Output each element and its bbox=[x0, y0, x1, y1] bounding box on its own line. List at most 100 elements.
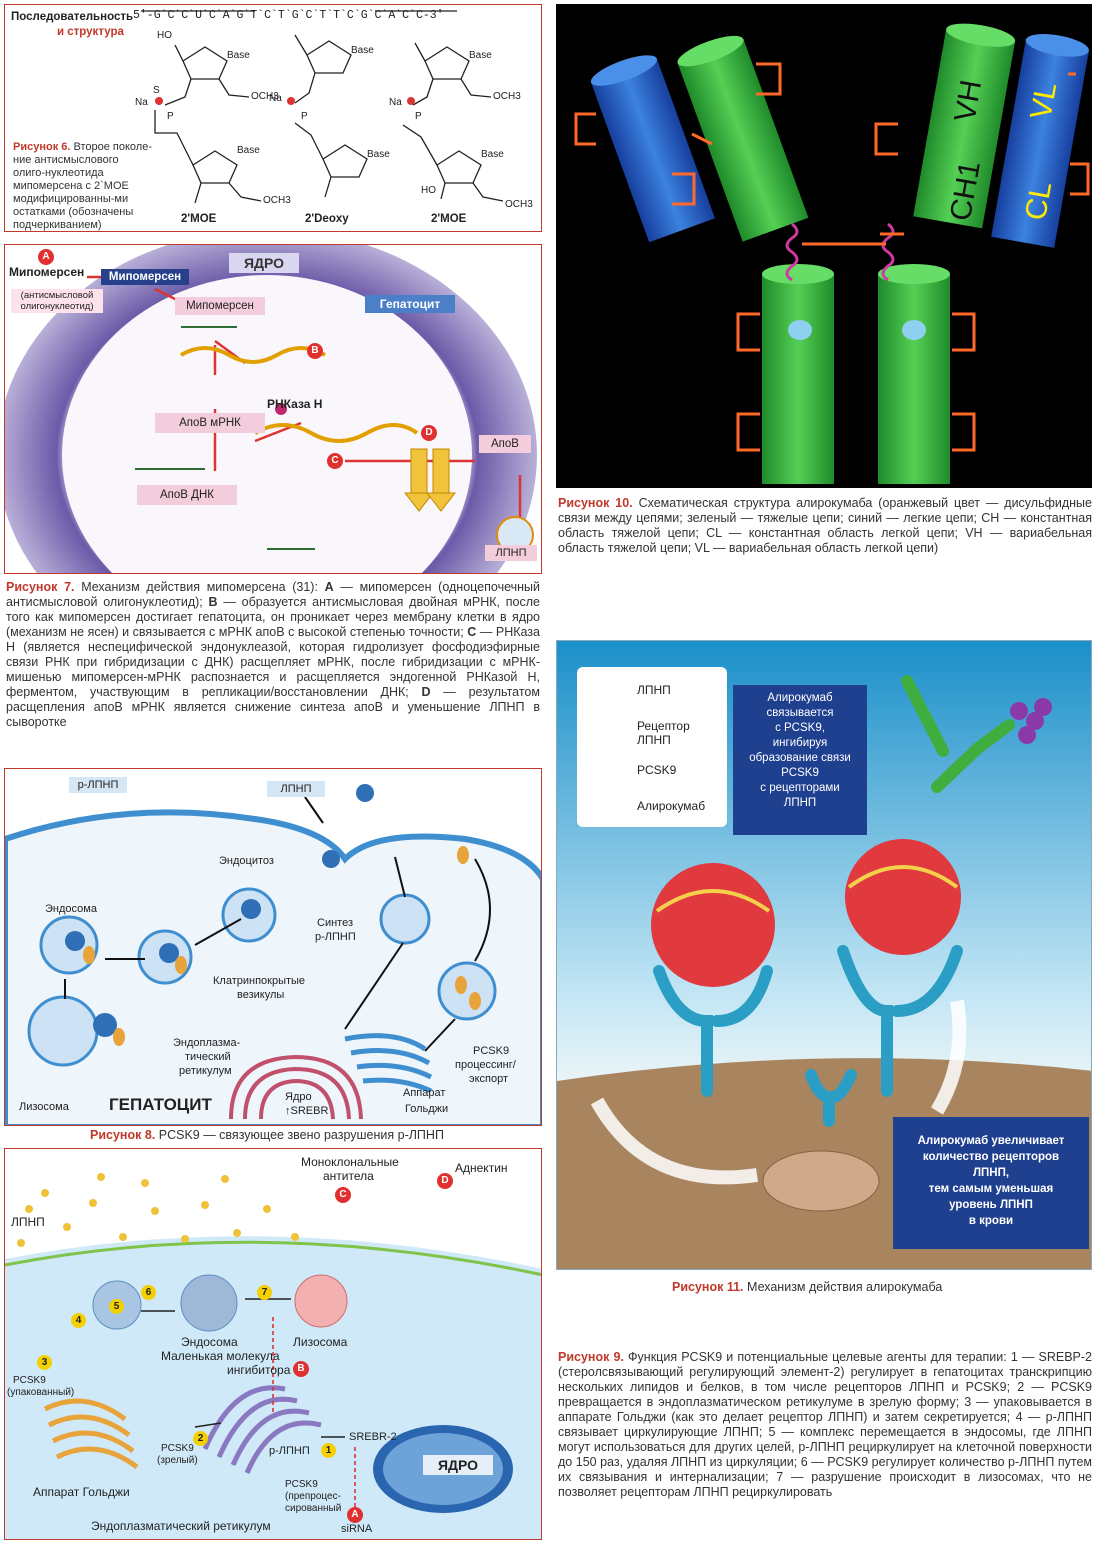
fig6-s-1: S bbox=[153, 85, 160, 96]
fig7-caption-b5: C bbox=[467, 625, 477, 639]
fig9-num-1: 1 bbox=[321, 1443, 336, 1458]
fig9-num-5: 5 bbox=[109, 1299, 124, 1314]
fig9-num-2: 2 bbox=[193, 1431, 208, 1446]
fig8-ldl-tag: ЛПНП bbox=[267, 781, 325, 797]
figure-7-panel: A Мипомерсен (антисмысловой олигонуклеот… bbox=[4, 244, 542, 574]
fig7-mipomersen-left: Мипомерсен bbox=[9, 265, 85, 279]
fig9-monoclonal1: Моноклональные bbox=[301, 1155, 399, 1169]
fig7-nucleus: ЯДРО bbox=[229, 253, 299, 273]
fig6-och3-4: OCH3 bbox=[505, 199, 533, 210]
fig11-box1-l3: ингибируя bbox=[772, 737, 828, 749]
fig9-num-3: 3 bbox=[37, 1355, 52, 1370]
figure-9-panel: ЛПНП Моноклональные антитела Аднектин C … bbox=[4, 1148, 542, 1540]
fig7-caption-p8: — результатом расщепления апоВ мРНК явля… bbox=[6, 685, 540, 729]
fig7-ldl: ЛПНП bbox=[485, 545, 537, 561]
fig8-synthesis: Синтез bbox=[317, 917, 353, 929]
fig9-pcsk9-mature1: PCSK9 bbox=[161, 1443, 194, 1454]
fig9-num-4: 4 bbox=[71, 1313, 86, 1328]
fig7-mipomersen-top: Мипомерсен bbox=[101, 269, 189, 285]
fig6-base-2: Base bbox=[237, 145, 260, 156]
fig6-sequence: 5'-G`C`C`U`C`A`G`T`C`T`G`C`T`T`C`G`C`A`C… bbox=[133, 9, 444, 22]
fig9-pcsk9-mature2: (зрелый) bbox=[157, 1455, 198, 1466]
fig6-caption-text: Второе поколе-ние антисмыслового олиго-н… bbox=[13, 141, 152, 231]
fig10-caption: Рисунок 10. Схематическая структура алир… bbox=[558, 496, 1092, 556]
fig6-base-1: Base bbox=[227, 50, 250, 61]
fig11-legend-receptor1: Рецептор bbox=[637, 719, 690, 733]
fig9-num-7: 7 bbox=[257, 1285, 272, 1300]
fig7-badge-a: A bbox=[38, 249, 54, 265]
fig6-ho-3: HO bbox=[421, 185, 436, 196]
fig8-hepatocyte: ГЕПАТОЦИТ bbox=[109, 1095, 212, 1114]
fig8-clathrin2: везикулы bbox=[237, 989, 285, 1001]
fig6-header-line2: и структура bbox=[57, 26, 124, 38]
fig7-caption-p4: — образуется антисмысловая двойная мРНК,… bbox=[6, 595, 540, 639]
fig6-p-1: P bbox=[167, 111, 174, 122]
fig11-box1-l7: ЛПНП bbox=[783, 797, 817, 809]
fig9-pcsk9-pre3: сированный bbox=[285, 1503, 342, 1514]
fig9-er: Эндоплазматический ретикулум bbox=[91, 1519, 271, 1533]
fig11-caption-text: Механизм действия алирокумаба bbox=[747, 1280, 943, 1294]
fig6-na-3: Na bbox=[389, 97, 402, 108]
fig8-srebr: ↑SREBR bbox=[285, 1105, 329, 1117]
fig8-pcsk9-2: процессинг/ bbox=[455, 1059, 516, 1071]
fig8-synthesis2: р-ЛПНП bbox=[315, 931, 356, 943]
fig9-num-6: 6 bbox=[141, 1285, 156, 1300]
fig9-pcsk9-packed2: (упакованный) bbox=[7, 1387, 75, 1398]
fig6-och3-2: OCH3 bbox=[263, 195, 291, 206]
fig6-base-3: Base bbox=[351, 45, 374, 56]
fig7-apob-mrna: АпоВ мРНК bbox=[155, 413, 265, 433]
fig9-monoclonal2: антитела bbox=[323, 1169, 374, 1183]
figure-8-panel: р-ЛПНП ЛПНП Эндоцитоз Эндосома Синтез р-… bbox=[4, 768, 542, 1126]
fig10-caption-num: Рисунок 10. bbox=[558, 496, 633, 510]
fig10-cl: CL bbox=[1019, 179, 1059, 223]
fig7-caption: Рисунок 7. Механизм действия мипомерсена… bbox=[6, 580, 540, 730]
fig8-diagram bbox=[5, 784, 541, 1125]
fig9-pcsk9-pre1: PCSK9 bbox=[285, 1479, 318, 1490]
fig11-box1-l0: Алирокумаб bbox=[767, 692, 833, 704]
fig6-base-6: Base bbox=[481, 149, 504, 160]
fig7-caption-b7: D bbox=[421, 685, 431, 699]
fig8-er1: Эндоплазма- bbox=[173, 1037, 241, 1049]
fig8-lysosome: Лизосома bbox=[19, 1101, 69, 1113]
fig7-antisense-note: (антисмысловой олигонуклеотид) bbox=[11, 289, 103, 313]
fig8-nucleus: Ядро bbox=[285, 1091, 312, 1103]
fig8-endocytosis: Эндоцитоз bbox=[219, 855, 274, 867]
fig11-box1-l4: образование связи bbox=[749, 752, 851, 764]
fig9-endosome: Эндосома bbox=[181, 1335, 238, 1349]
fig6-ho-1: HO bbox=[157, 30, 172, 41]
fig8-golgi1: Аппарат bbox=[403, 1087, 446, 1099]
fig7-caption-p0: Механизм действия мипомерсена (31): bbox=[81, 580, 325, 594]
fig8-pcsk9-3: экспорт bbox=[469, 1073, 509, 1085]
fig9-srebr2: SREBR-2 bbox=[349, 1431, 397, 1443]
fig7-badge-b: B bbox=[307, 343, 323, 359]
fig11-box2-l3: тем самым уменьшая bbox=[928, 1183, 1054, 1195]
fig11-box2-l5: в крови bbox=[968, 1215, 1014, 1227]
fig6-och3-1: OCH3 bbox=[251, 91, 279, 102]
figure-11-panel: ЛПНП Рецептор ЛПНП PCSK9 Алирокумаб Алир… bbox=[556, 640, 1092, 1270]
fig9-nucleus: ЯДРО bbox=[423, 1455, 493, 1475]
fig7-mipomersen-inner: Мипомерсен bbox=[175, 297, 265, 315]
fig7-badge-c: C bbox=[327, 453, 343, 469]
fig8-clathrin: Клатринпокрытые bbox=[213, 975, 306, 987]
fig11-box2-l2: ЛПНП, bbox=[972, 1167, 1010, 1179]
fig6-label-deoxy: 2'Deoxy bbox=[305, 213, 349, 225]
fig7-apob-dna: АпоВ ДНК bbox=[137, 485, 237, 505]
fig11-caption-num: Рисунок 11. bbox=[672, 1280, 744, 1294]
fig11-legend-ldl: ЛПНП bbox=[637, 683, 671, 697]
fig8-golgi2: Гольджи bbox=[405, 1103, 449, 1115]
fig9-diagram bbox=[5, 1173, 541, 1539]
fig9-caption: Рисунок 9. Функция PCSK9 и потенциальные… bbox=[558, 1350, 1092, 1500]
fig7-caption-num: Рисунок 7. bbox=[6, 580, 75, 594]
fig9-badge-c: C bbox=[335, 1187, 351, 1203]
fig9-small2: ингибитора bbox=[227, 1363, 291, 1377]
fig11-legend bbox=[577, 667, 727, 827]
fig6-na-1: Na bbox=[135, 97, 148, 108]
fig11-legend-alirocumab: Алирокумаб bbox=[637, 799, 706, 813]
fig11-box1-l6: с рецепторами bbox=[760, 782, 840, 794]
fig9-badge-a: A bbox=[347, 1507, 363, 1523]
fig9-ldl: ЛПНП bbox=[11, 1215, 45, 1229]
fig6-na-2: Na bbox=[269, 93, 282, 104]
fig9-adnectin: Аднектин bbox=[455, 1161, 508, 1175]
fig8-endosome: Эндосома bbox=[45, 903, 97, 915]
fig10-vl: VL bbox=[1024, 79, 1064, 122]
